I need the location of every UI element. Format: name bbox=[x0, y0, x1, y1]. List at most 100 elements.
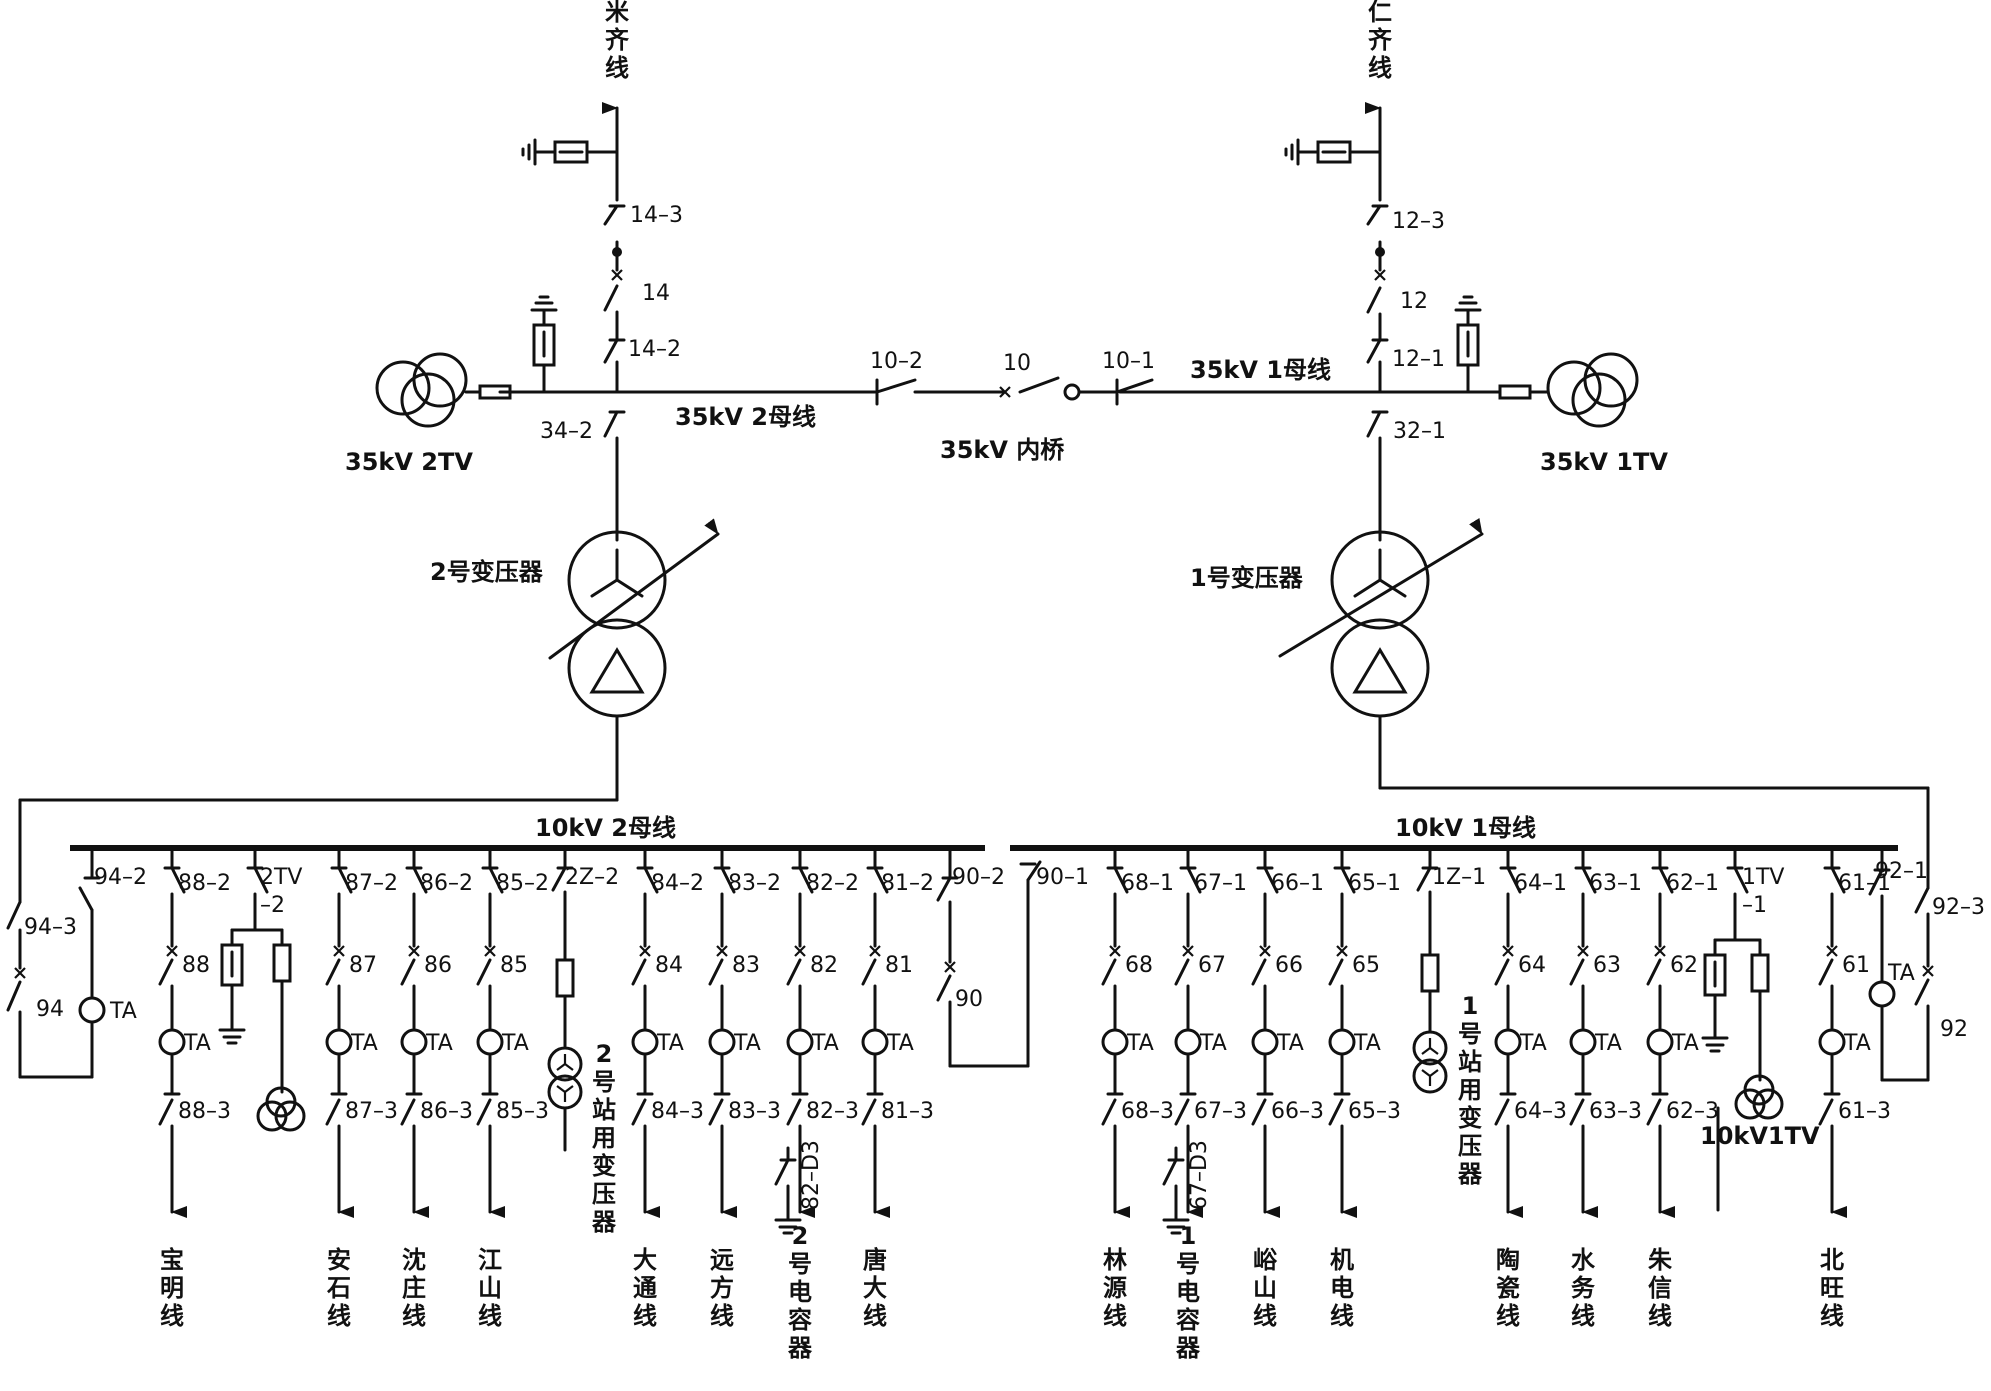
disconnector-81–2[interactable] bbox=[873, 866, 889, 948]
breaker-87-label: 87 bbox=[349, 953, 377, 978]
disconnector-86–3[interactable] bbox=[400, 1098, 416, 1200]
disconnector-1z-1[interactable] bbox=[1416, 866, 1432, 957]
breaker-68[interactable] bbox=[1101, 945, 1121, 1032]
breaker-85[interactable] bbox=[476, 945, 496, 1032]
feeder-81-name: 唐大线 bbox=[863, 1246, 887, 1330]
disconnector-92-3[interactable] bbox=[1914, 886, 1930, 968]
disconnector-88–2[interactable] bbox=[170, 866, 186, 948]
breaker-65[interactable] bbox=[1328, 945, 1348, 1032]
disconnector-90-2[interactable] bbox=[936, 876, 952, 964]
disconnector-14-3[interactable] bbox=[603, 204, 626, 258]
disconnector-12-3[interactable] bbox=[1366, 204, 1389, 258]
disconnector-12-1[interactable] bbox=[1366, 338, 1389, 394]
breaker-87[interactable] bbox=[325, 945, 345, 1032]
transformer-2-symbol[interactable] bbox=[548, 518, 720, 718]
disconnector-61–3[interactable] bbox=[1818, 1098, 1834, 1200]
earthing-switch-82–D3[interactable] bbox=[774, 1146, 802, 1235]
breaker-10[interactable] bbox=[999, 376, 1117, 401]
disconnector-85–3-label: 85–3 bbox=[496, 1099, 549, 1124]
breaker-86[interactable] bbox=[400, 945, 420, 1032]
breaker-14[interactable] bbox=[603, 269, 623, 342]
station-tx-2-symbol[interactable] bbox=[547, 1046, 583, 1110]
disconnector-92-1[interactable] bbox=[1868, 868, 1884, 984]
disconnector-64–1[interactable] bbox=[1506, 866, 1522, 948]
breaker-94[interactable] bbox=[6, 967, 26, 1079]
earthing-switch-67–D3[interactable] bbox=[1162, 1146, 1190, 1235]
disconnector-66–3[interactable] bbox=[1251, 1098, 1267, 1200]
breaker-62[interactable] bbox=[1646, 945, 1666, 1032]
disconnector-82–3-label: 82–3 bbox=[806, 1099, 859, 1124]
feeder-68-name: 林源线 bbox=[1103, 1246, 1127, 1330]
disconnector-34-2[interactable] bbox=[603, 410, 626, 542]
breaker-67[interactable] bbox=[1174, 945, 1194, 1032]
disconnector-14-2-label: 14–2 bbox=[628, 337, 681, 362]
disconnector-64–3-label: 64–3 bbox=[1514, 1099, 1567, 1124]
disconnector-67–3[interactable] bbox=[1174, 1098, 1190, 1200]
breaker-12[interactable] bbox=[1366, 269, 1386, 342]
disconnector-10-1[interactable] bbox=[1115, 378, 1154, 406]
breaker-81[interactable] bbox=[861, 945, 881, 1032]
disconnector-82–3[interactable] bbox=[786, 1098, 802, 1200]
disconnector-67–1[interactable] bbox=[1186, 866, 1202, 948]
disconnector-94-2[interactable] bbox=[78, 846, 101, 912]
disconnector-87–3[interactable] bbox=[325, 1098, 341, 1200]
disconnector-63–1[interactable] bbox=[1581, 866, 1597, 948]
transformer-1-symbol[interactable] bbox=[1278, 518, 1484, 718]
disconnector-2tv-2[interactable] bbox=[253, 866, 269, 932]
breaker-84[interactable] bbox=[631, 945, 651, 1032]
ct-83-label: TA bbox=[733, 1031, 761, 1056]
tv-35kv-1-symbol[interactable] bbox=[1546, 352, 1639, 428]
disconnector-65–1[interactable] bbox=[1340, 866, 1356, 948]
disconnector-82–2[interactable] bbox=[798, 866, 814, 948]
tv-35kv-2-symbol[interactable] bbox=[375, 352, 468, 428]
disconnector-14-2[interactable] bbox=[603, 338, 626, 394]
disconnector-81–3-label: 81–3 bbox=[881, 1099, 934, 1124]
disconnector-84–3[interactable] bbox=[631, 1098, 647, 1200]
disconnector-64–3[interactable] bbox=[1494, 1098, 1510, 1200]
disconnector-87–2[interactable] bbox=[337, 866, 353, 948]
disconnector-68–3-label: 68–3 bbox=[1121, 1099, 1174, 1124]
disconnector-83–2[interactable] bbox=[720, 866, 736, 948]
disconnector-85–2[interactable] bbox=[488, 866, 504, 948]
disconnector-65–3[interactable] bbox=[1328, 1098, 1344, 1200]
disconnector-84–2[interactable] bbox=[643, 866, 659, 948]
breaker-84-label: 84 bbox=[655, 953, 683, 978]
disconnector-68–3[interactable] bbox=[1101, 1098, 1117, 1200]
breaker-92[interactable] bbox=[1914, 965, 1934, 1082]
line-35kv-left: 米齐线 14–3 14 bbox=[521, 0, 683, 394]
disconnector-90-1[interactable] bbox=[1019, 860, 1042, 882]
disconnector-94-3[interactable] bbox=[6, 900, 22, 970]
breaker-83[interactable] bbox=[708, 945, 728, 1032]
disconnector-10-2[interactable] bbox=[875, 378, 1007, 406]
tv-10kv-2: 2TV –2 bbox=[218, 846, 306, 1132]
breaker-64[interactable] bbox=[1494, 945, 1514, 1032]
station-tx-1-symbol[interactable] bbox=[1412, 1030, 1448, 1094]
disconnector-87–3-label: 87–3 bbox=[345, 1099, 398, 1124]
ct-81 bbox=[861, 1028, 889, 1056]
disconnector-66–1[interactable] bbox=[1263, 866, 1279, 948]
disconnector-61–1[interactable] bbox=[1830, 866, 1846, 948]
disconnector-62–1[interactable] bbox=[1658, 866, 1674, 948]
bus-tie: 90–2 90 90–1 bbox=[936, 846, 1089, 1068]
breaker-66[interactable] bbox=[1251, 945, 1271, 1032]
disconnector-85–3[interactable] bbox=[476, 1098, 492, 1200]
breaker-88[interactable] bbox=[158, 945, 178, 1032]
disconnector-68–1[interactable] bbox=[1113, 866, 1129, 948]
breaker-63[interactable] bbox=[1569, 945, 1589, 1032]
disconnector-2z-2[interactable] bbox=[551, 866, 567, 962]
disconnector-86–2[interactable] bbox=[412, 866, 428, 948]
disconnector-32-1[interactable] bbox=[1366, 410, 1389, 542]
breaker-90[interactable] bbox=[936, 961, 956, 1068]
breaker-82[interactable] bbox=[786, 945, 806, 1032]
disconnector-83–3[interactable] bbox=[708, 1098, 724, 1200]
disconnector-63–3[interactable] bbox=[1569, 1098, 1585, 1200]
breaker-14-label: 14 bbox=[642, 281, 670, 306]
breaker-61[interactable] bbox=[1818, 945, 1838, 1032]
disconnector-88–3[interactable] bbox=[158, 1098, 174, 1200]
disconnector-62–3[interactable] bbox=[1646, 1098, 1662, 1200]
disconnector-1tv-1[interactable] bbox=[1733, 866, 1749, 942]
disconnector-81–3[interactable] bbox=[861, 1098, 877, 1200]
bus-35kv-2-label: 35kV 2母线 bbox=[675, 403, 816, 431]
